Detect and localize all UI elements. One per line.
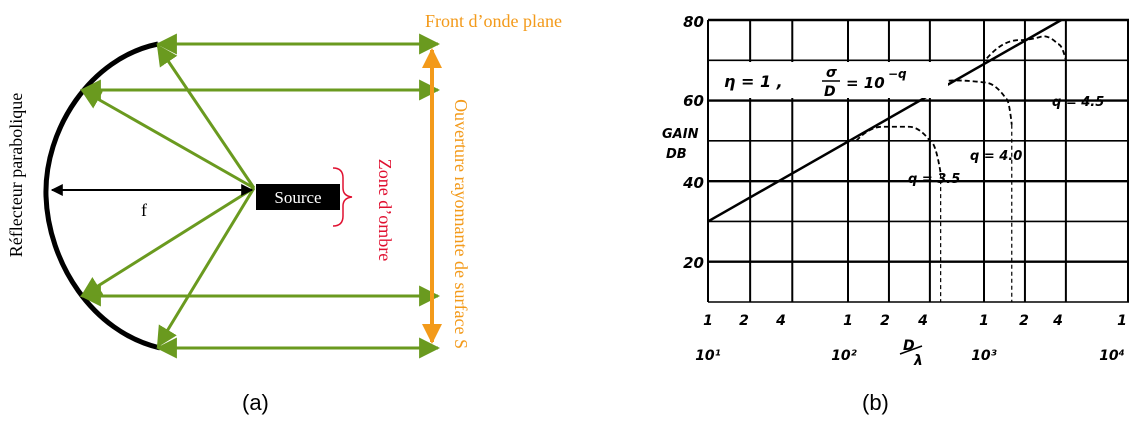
series-line-q1 xyxy=(855,125,942,174)
panel-a: f Source Zone d’ombre Front d’onde plane… xyxy=(6,11,562,359)
x-tick-400: 4 xyxy=(1052,313,1063,329)
x-axis-label-den: λ xyxy=(913,353,923,369)
formula-box xyxy=(712,62,948,98)
wavefront-label: Front d’onde plane xyxy=(425,11,562,31)
caption-b: (b) xyxy=(862,390,889,415)
formula-exponent: −q xyxy=(888,67,907,81)
aperture-label: Ouverture rayonnante de surface S xyxy=(451,99,471,349)
y-tick-80: 80 xyxy=(683,13,704,31)
x-decade-10-1: 10¹ xyxy=(695,348,721,364)
y-axis-label-db: DB xyxy=(666,147,687,162)
x-axis-label-num: D xyxy=(903,338,915,354)
shadow-zone-label: Zone d’ombre xyxy=(375,159,395,261)
x-tick-4: 4 xyxy=(775,313,786,329)
parabolic-reflector xyxy=(43,41,161,351)
x-tick-20: 2 xyxy=(880,313,890,329)
y-tick-60: 60 xyxy=(683,92,704,110)
ray-diagonal-1 xyxy=(156,44,256,189)
formula-rhs: = 10 xyxy=(846,74,885,92)
shadow-zone-brace xyxy=(332,167,353,227)
x-tick-200: 2 xyxy=(1019,313,1029,329)
chart-curves xyxy=(707,18,1067,302)
series-line-eta-1 xyxy=(707,18,1062,223)
y-axis-label-gain: GAIN xyxy=(662,127,699,142)
ray-diagonal-2 xyxy=(80,88,255,190)
curve-label-q35: q = 3.5 xyxy=(908,172,960,187)
caption-a: (a) xyxy=(242,390,269,415)
x-decade-10-2: 10² xyxy=(831,348,857,364)
x-tick-1000: 1 xyxy=(1117,313,1127,329)
x-tick-1: 1 xyxy=(703,313,713,329)
x-tick-100: 1 xyxy=(979,313,989,329)
curve-label-q45: q = 4.5 xyxy=(1052,95,1104,110)
curve-label-q40: q = 4.0 xyxy=(970,149,1022,164)
x-decade-10-4: 10⁴ xyxy=(1099,348,1125,364)
source-box xyxy=(256,184,340,210)
panel-b: η = 1 , σ D = 10 −q q = 3.5 q = 4.0 q = … xyxy=(662,13,1129,369)
formula-numerator: σ xyxy=(826,65,837,81)
y-tick-20: 20 xyxy=(683,254,704,272)
formula-denominator: D xyxy=(824,84,836,100)
reflector-label: Réflecteur parabolique xyxy=(6,93,26,257)
x-decade-10-3: 10³ xyxy=(971,348,997,364)
x-tick-10: 1 xyxy=(843,313,853,329)
y-tick-40: 40 xyxy=(682,174,704,192)
source-label: Source xyxy=(274,188,321,207)
ray-diagonal-3 xyxy=(80,186,255,298)
focal-distance-label: f xyxy=(141,200,147,220)
series-line-q3 xyxy=(986,35,1067,61)
formula-eta: η = 1 , xyxy=(724,72,783,91)
ray-diagonal-4 xyxy=(156,187,256,348)
x-axis-label-bar xyxy=(899,345,923,355)
x-tick-2: 2 xyxy=(739,313,749,329)
x-tick-40: 4 xyxy=(917,313,928,329)
